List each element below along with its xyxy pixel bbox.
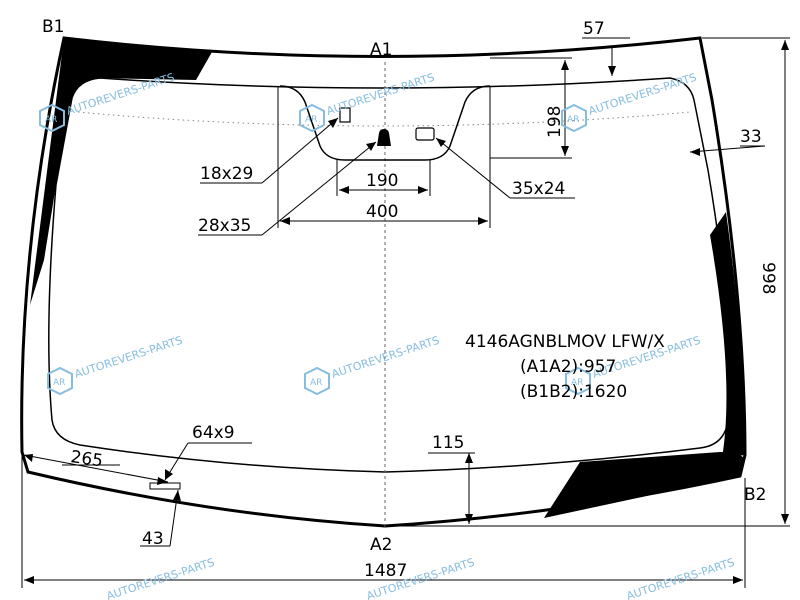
dim-190: 190 xyxy=(366,171,398,191)
label-a2: A2 xyxy=(370,535,392,555)
sensor-35x24 xyxy=(415,127,435,141)
watermark-2: AR AUTOREVERS-PARTS xyxy=(299,71,436,133)
svg-text:AR: AR xyxy=(571,378,583,388)
dim-18x29: 18x29 xyxy=(200,164,253,184)
svg-text:AUTOREVERS-PARTS: AUTOREVERS-PARTS xyxy=(105,556,216,600)
dim-400: 400 xyxy=(366,202,398,222)
dotted-reference-line xyxy=(77,111,691,127)
a1a2-measure: (A1A2):957 xyxy=(520,357,616,377)
dim-1487: 1487 xyxy=(364,561,407,581)
watermark-7: AUTOREVERS-PARTS xyxy=(105,556,216,600)
b1b2-measure: (B1B2):1620 xyxy=(520,382,627,402)
dimension-arrows xyxy=(24,40,789,584)
dim-198: 198 xyxy=(545,106,565,138)
frit-top-left xyxy=(30,38,212,305)
watermark-3: AR AUTOREVERS-PARTS xyxy=(561,71,698,133)
svg-text:AR: AR xyxy=(45,115,57,125)
dim-998: 998 xyxy=(758,262,778,294)
svg-text:AR: AR xyxy=(310,378,322,388)
svg-text:AUTOREVERS-PARTS: AUTOREVERS-PARTS xyxy=(325,71,436,118)
dim-43: 43 xyxy=(142,529,164,549)
dim-35x24: 35x24 xyxy=(512,179,565,199)
label-a1: A1 xyxy=(370,40,392,60)
glass-outer-outline xyxy=(20,36,747,528)
sensor-28x35 xyxy=(377,129,391,146)
dim-64x9: 64x9 xyxy=(192,423,235,443)
glass-inner-outline xyxy=(48,77,731,473)
svg-text:AR: AR xyxy=(305,115,317,125)
sensor-area-outline xyxy=(279,85,491,161)
svg-text:AR: AR xyxy=(567,115,579,125)
dim-265: 265 xyxy=(69,447,104,471)
slot-64x9 xyxy=(149,482,181,490)
svg-text:AR: AR xyxy=(53,378,65,388)
dim-57: 57 xyxy=(583,19,605,39)
dim-33: 33 xyxy=(740,127,762,147)
dimension-lines xyxy=(21,37,790,588)
label-b1: B1 xyxy=(42,17,64,37)
sensor-18x29 xyxy=(339,107,351,123)
label-b2: B2 xyxy=(744,485,766,505)
svg-text:AUTOREVERS-PARTS: AUTOREVERS-PARTS xyxy=(73,334,184,381)
watermark-5: AR AUTOREVERS-PARTS xyxy=(304,334,441,396)
watermark-9: AUTOREVERS-PARTS xyxy=(625,556,736,600)
watermark-4: AR AUTOREVERS-PARTS xyxy=(47,334,184,396)
svg-text:AUTOREVERS-PARTS: AUTOREVERS-PARTS xyxy=(587,71,698,118)
frit-bottom-right xyxy=(544,452,744,518)
dim-28x35: 28x35 xyxy=(198,216,251,236)
dim-115: 115 xyxy=(432,433,464,453)
svg-text:AUTOREVERS-PARTS: AUTOREVERS-PARTS xyxy=(625,556,736,600)
part-code: 4146AGNBLMOV LFW/X xyxy=(465,332,665,352)
